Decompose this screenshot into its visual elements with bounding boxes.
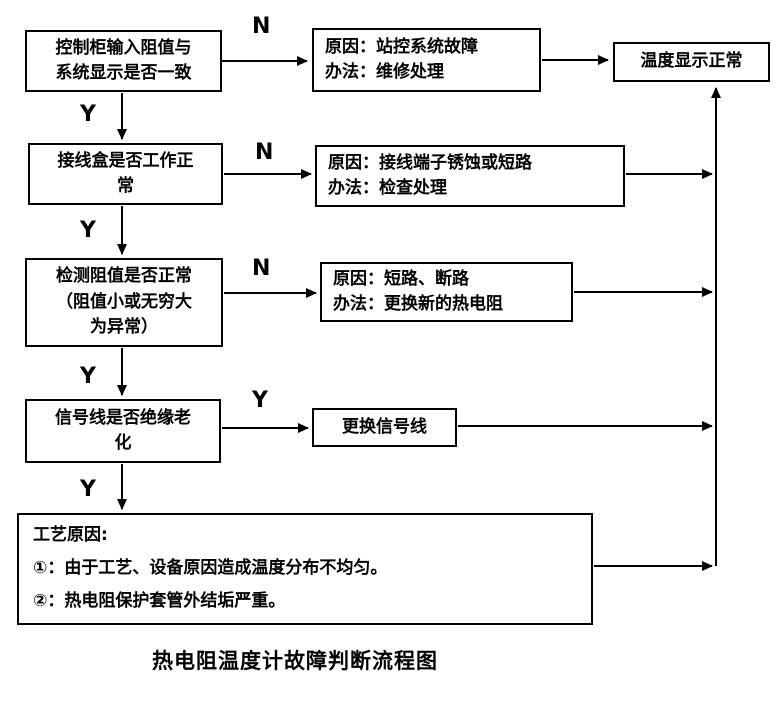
branch-label-y5: Y — [80, 477, 96, 502]
process-cause-box: 工艺原因: ①：由于工艺、设备原因造成温度分布不均匀。 ②：热电阻保护套管外结垢… — [17, 513, 593, 625]
decision-signal-line-aging: 信号线是否绝缘老 化 — [25, 399, 221, 463]
result-terminal-corrosion: 原因：接线端子锈蚀或短路 办法：检查处理 — [315, 145, 625, 207]
branch-label-y1: Y — [80, 102, 96, 127]
process-cause-item-2: ②：热电阻保护套管外结垢严重。 — [33, 590, 286, 611]
branch-label-y4: Y — [252, 388, 268, 413]
branch-label-n1: N — [252, 14, 271, 39]
branch-label-y2: Y — [80, 218, 96, 243]
branch-label-n2: N — [255, 140, 274, 165]
process-cause-heading: 工艺原因: — [33, 525, 108, 545]
diagram-title: 热电阻温度计故障判断流程图 — [152, 649, 438, 673]
decision-junction-box-working: 接线盒是否工作正 常 — [28, 143, 223, 205]
decision-input-resistance-match: 控制柜输入阻值与 系统显示是否一致 — [25, 30, 222, 92]
action-replace-signal-line: 更换信号线 — [312, 408, 457, 447]
result-short-open-circuit: 原因：短路、断路 办法：更换新的热电阻 — [320, 262, 573, 322]
process-cause-item-1: ①：由于工艺、设备原因造成温度分布不均匀。 — [33, 557, 388, 578]
end-temperature-display-normal: 温度显示正常 — [613, 42, 770, 82]
branch-label-y3: Y — [80, 364, 96, 389]
branch-label-n3: N — [252, 256, 271, 281]
result-station-control-fault: 原因：站控系统故障 办法：维修处理 — [312, 28, 541, 92]
decision-resistance-normal: 检测阻值是否正常 （阻值小或无穷大 为异常） — [25, 258, 223, 347]
